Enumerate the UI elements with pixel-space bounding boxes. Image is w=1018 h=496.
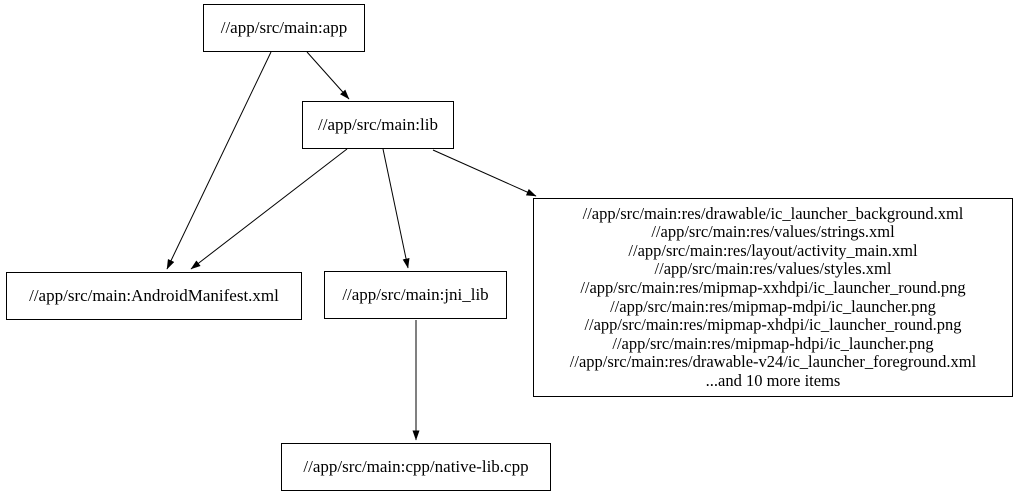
res-group-more-items: ...and 10 more items: [705, 370, 841, 390]
node-app-label: //app/src/main:app: [220, 17, 348, 37]
edge-lib-to-jni-lib: [382, 148, 410, 269]
edge-lib-to-res-group: [432, 149, 537, 197]
res-group-line: //app/src/main:res/mipmap-hdpi/ic_launch…: [612, 333, 934, 353]
node-native-lib-cpp: //app/src/main:cpp/native-lib.cpp: [281, 443, 551, 491]
node-jni-lib-label: //app/src/main:jni_lib: [342, 284, 489, 304]
node-native-lib-cpp-label: //app/src/main:cpp/native-lib.cpp: [303, 456, 529, 476]
node-jni-lib: //app/src/main:jni_lib: [324, 271, 507, 319]
edge-lib-to-android-manifest: [190, 148, 348, 270]
node-app: //app/src/main:app: [203, 4, 365, 52]
res-group-line: //app/src/main:res/layout/activity_main.…: [628, 240, 918, 260]
res-group-line: //app/src/main:res/values/styles.xml: [654, 259, 892, 279]
res-group-line: //app/src/main:res/values/strings.xml: [651, 222, 895, 242]
res-group-line: //app/src/main:res/mipmap-xhdpi/ic_launc…: [584, 315, 962, 335]
node-android-manifest: //app/src/main:AndroidManifest.xml: [6, 272, 302, 320]
node-lib-label: //app/src/main:lib: [318, 114, 438, 134]
node-android-manifest-label: //app/src/main:AndroidManifest.xml: [29, 285, 279, 305]
res-group-line: //app/src/main:res/mipmap-mdpi/ic_launch…: [610, 296, 936, 316]
node-lib: //app/src/main:lib: [302, 101, 454, 149]
edge-app-to-lib: [306, 51, 350, 100]
node-res-group: //app/src/main:res/drawable/ic_launcher_…: [533, 198, 1013, 397]
res-group-line: //app/src/main:res/drawable-v24/ic_launc…: [569, 352, 977, 372]
res-group-line: //app/src/main:res/drawable/ic_launcher_…: [582, 203, 964, 223]
edge-app-to-android-manifest: [166, 51, 272, 270]
res-group-line: //app/src/main:res/mipmap-xxhdpi/ic_laun…: [580, 277, 966, 297]
